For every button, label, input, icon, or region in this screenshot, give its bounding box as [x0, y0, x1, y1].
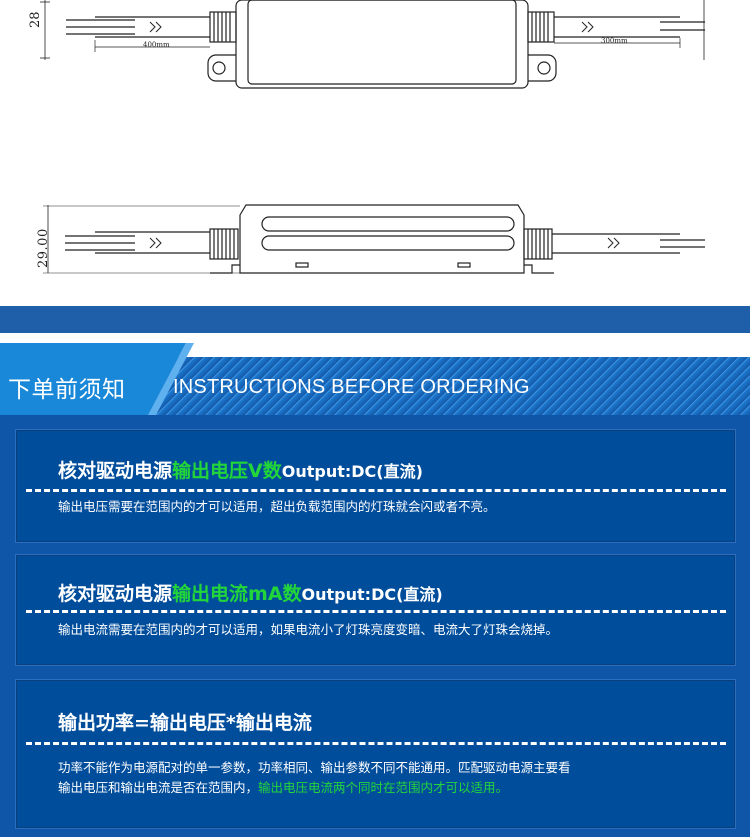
dashed-divider [26, 489, 726, 492]
dashed-divider [26, 742, 726, 745]
dimension-28: 28 [28, 11, 43, 28]
card-title-prefix: 核对驱动电源 [58, 460, 173, 482]
dimension-drawing [40, 0, 705, 274]
card-title-prefix: 核对驱动电源 [58, 583, 173, 605]
card-title-highlight: 输出电流mA数 [172, 583, 302, 605]
card-title-suffix: Output:DC(直流) [281, 462, 423, 481]
power-card: 输出功率=输出电压*输出电流 功率不能作为电源配对的单一参数，功率相同、输出参数… [16, 680, 735, 828]
dashed-divider [26, 610, 726, 613]
banner-title-en: INSTRUCTIONS BEFORE ORDERING [173, 376, 530, 398]
voltage-card: 核对驱动电源输出电压V数Output:DC(直流) 输出电压需要在范围内的才可以… [16, 430, 735, 542]
dimension-29: 29.00 [36, 228, 51, 268]
card-title-highlight: 输出电压V数 [172, 460, 282, 482]
banner-title-cn: 下单前须知 [8, 377, 126, 403]
instructions-banner: 下单前须知 INSTRUCTIONS BEFORE ORDERING [0, 343, 750, 415]
dimension-300mm: 300mm [601, 37, 628, 45]
voltage-card-description: 输出电压需要在范围内的才可以适用，超出负载范围内的灯珠就会闪或者不亮。 [58, 499, 496, 514]
power-card-title: 输出功率=输出电压*输出电流 [58, 712, 312, 734]
current-card: 核对驱动电源输出电流mA数Output:DC(直流) 输出电流需要在范围内的才可… [16, 555, 735, 665]
power-card-description: 功率不能作为电源配对的单一参数，功率相同、输出参数不同不能通用。匹配驱动电源主要… [58, 758, 571, 798]
banner-background [0, 343, 750, 415]
power-desc-line-2-text: 输出电压和输出电流是否在范围内， [58, 780, 259, 795]
power-desc-line-1: 功率不能作为电源配对的单一参数，功率相同、输出参数不同不能通用。匹配驱动电源主要… [58, 760, 571, 775]
power-desc-line-2: 输出电压和输出电流是否在范围内，输出电压电流两个同时在范围内才可以适用。 [58, 778, 571, 798]
divider-bar [0, 306, 750, 333]
power-desc-highlight: 输出电压电流两个同时在范围内才可以适用。 [258, 780, 509, 795]
dimension-400mm: 400mm [143, 41, 170, 49]
current-card-title: 核对驱动电源输出电流mA数Output:DC(直流) [58, 579, 443, 606]
current-card-description: 输出电流需要在范围内的才可以适用，如果电流小了灯珠亮度变暗、电流大了灯珠会烧掉。 [58, 622, 559, 637]
card-title-suffix: Output:DC(直流) [301, 585, 443, 604]
voltage-card-title: 核对驱动电源输出电压V数Output:DC(直流) [58, 456, 423, 483]
product-drawing: 28 400mm 300mm 29.00 [0, 0, 750, 306]
